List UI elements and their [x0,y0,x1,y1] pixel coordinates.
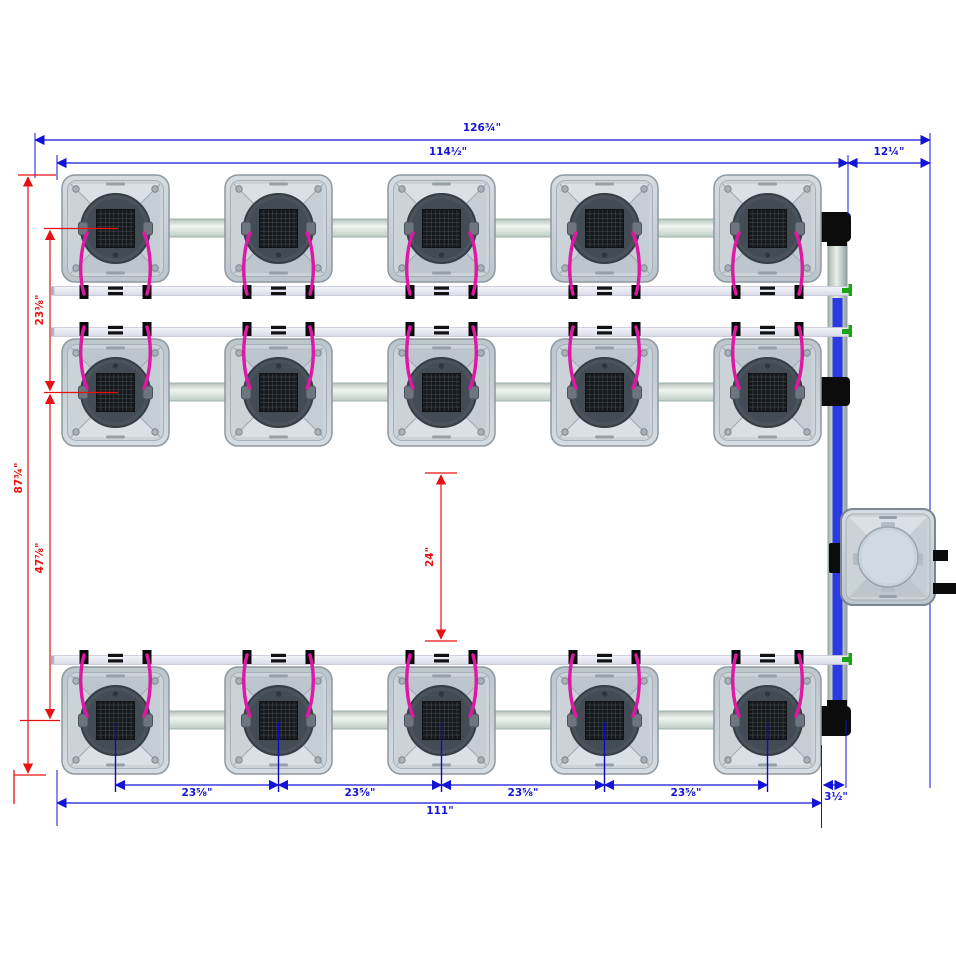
controller-reservoir [840,508,936,606]
pot-spacing-label: 23⅝" [342,787,378,800]
valve-handles [842,284,852,665]
module-center-lines [114,722,769,792]
grow-module [386,320,497,448]
row1-row2-spacing-label: 23⅜" [34,294,47,326]
elbow-fitting-row1 [827,212,847,246]
aisle-width-label: 24" [424,546,437,568]
pot-spacing-label: 23⅝" [179,787,215,800]
grow-module [223,320,334,448]
row-length-label: 111" [424,805,456,818]
grow-module [549,320,660,448]
grow-module [60,320,171,448]
red-dimensions [13,174,457,804]
grow-module [223,173,334,301]
dimension-lines [34,134,931,809]
tee-fitting-row2 [814,377,850,406]
grow-module [712,320,823,448]
elbow-fitting-row3 [827,700,847,736]
pot-spacing-label: 23⅝" [668,787,704,800]
grow-module [549,173,660,301]
edge-offset-label: 3½" [822,791,850,804]
grow-modules [60,173,823,776]
grow-module [386,173,497,301]
reference-lines [13,174,457,804]
controller-width-label: 12¼" [871,146,907,159]
dimension-lines [22,176,447,774]
grow-module [60,173,171,301]
trunk-pipe-blue-stripe [832,298,843,704]
blue-dimensions [34,133,931,828]
overall-width-label: 126¾" [460,122,504,135]
overall-depth-label: 87¾" [13,462,26,494]
row2-row3-spacing-label: 47⅞" [34,542,47,574]
controller-outlets [933,550,956,594]
trunk-fittings [813,212,851,736]
grow-module [712,173,823,301]
inner-width-label: 114½" [426,146,470,159]
pot-spacing-label: 23⅝" [505,787,541,800]
